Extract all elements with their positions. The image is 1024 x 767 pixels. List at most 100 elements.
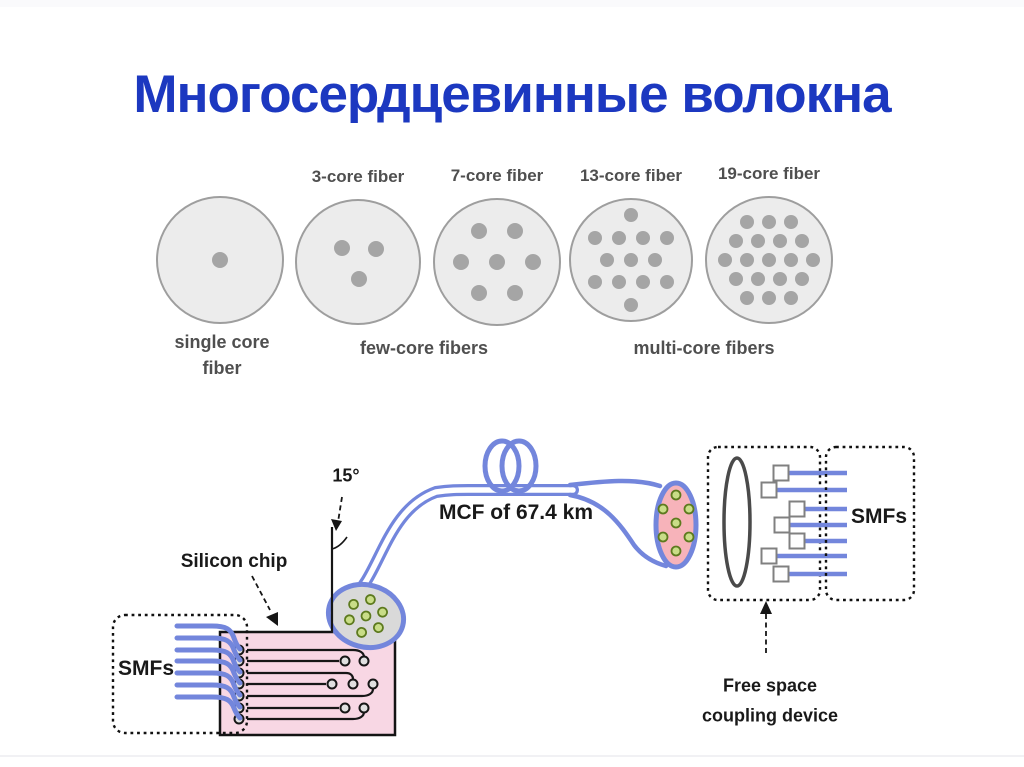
- smf-fiber-strand: [174, 670, 243, 698]
- fiber-cross-section-13-core: [569, 198, 693, 322]
- core-dot: [740, 253, 754, 267]
- core-dot: [334, 240, 350, 256]
- core-dot: [525, 254, 541, 270]
- mcf-endface-left: [325, 581, 407, 651]
- fiber-type-label: 7-core fiber: [450, 166, 544, 185]
- core-dot: [784, 215, 798, 229]
- smf-left-box: [111, 613, 249, 735]
- core-dot: [762, 253, 776, 267]
- slide-bottom-border: [0, 755, 1024, 757]
- angle-arc: [331, 536, 348, 550]
- core-dot: [507, 223, 523, 239]
- collimator-square: [773, 516, 791, 534]
- mcf-loop-coil: [499, 438, 539, 494]
- core-dot-green: [360, 610, 372, 622]
- smf-fiber-strand: [174, 647, 243, 675]
- trace-end-dot: [367, 678, 379, 690]
- core-dot: [471, 285, 487, 301]
- chip-arrowhead: [266, 612, 278, 626]
- free-space-label-line2: coupling device: [701, 705, 839, 726]
- core-dot: [729, 272, 743, 286]
- core-dot-green: [356, 627, 368, 638]
- core-dot: [212, 252, 228, 268]
- core-dot: [624, 208, 638, 222]
- smf-right-box: [824, 445, 916, 602]
- lens: [722, 456, 752, 588]
- core-dot: [784, 253, 798, 267]
- angle-arrow: [337, 496, 343, 523]
- core-dot: [648, 253, 662, 267]
- collimator-square: [788, 532, 806, 550]
- fiber-cross-section-7-core: [433, 198, 561, 326]
- trace-end-dot: [347, 678, 359, 690]
- trace-end-dot: [339, 655, 351, 667]
- trace-end-dot: [358, 655, 370, 667]
- core-dot: [784, 291, 798, 305]
- core-dot-green: [657, 503, 669, 515]
- core-dot-green: [657, 531, 669, 543]
- device-arrowhead: [760, 601, 772, 614]
- smf-fiber-strands: [174, 623, 243, 721]
- fiber-type-label: 3-core fiber: [311, 167, 405, 186]
- core-dot-green: [670, 545, 682, 557]
- collimator-square: [760, 481, 778, 499]
- core-dot: [471, 223, 487, 239]
- core-dot: [636, 231, 650, 245]
- fiber-type-label: 19-core fiber: [717, 164, 821, 183]
- fiber-cross-section-single-core: [156, 196, 284, 324]
- slide-top-border: [0, 0, 1024, 7]
- smfs-right-label: SMFs: [850, 505, 908, 528]
- core-dot: [368, 241, 384, 257]
- core-dot-green: [364, 594, 376, 605]
- core-dot: [740, 215, 754, 229]
- core-dot: [806, 253, 820, 267]
- core-dot-green: [377, 606, 388, 618]
- core-dot: [489, 254, 505, 270]
- core-dot-green: [683, 503, 695, 515]
- core-dot: [660, 275, 674, 289]
- trace-end-dot: [326, 678, 338, 690]
- core-dot-green: [670, 517, 682, 529]
- core-dot: [795, 234, 809, 248]
- mcf-funnel-bottom: [567, 492, 669, 569]
- core-dot-green: [348, 598, 359, 610]
- core-dot: [507, 285, 523, 301]
- page-title: Многосердцевинные волокна: [133, 65, 891, 124]
- core-dot: [612, 275, 626, 289]
- mcf-tube-core: [349, 487, 576, 601]
- core-dot: [740, 291, 754, 305]
- mcf-length-label: MCF of 67.4 km: [438, 501, 594, 524]
- trace-end-dot: [339, 702, 351, 714]
- core-dot: [773, 234, 787, 248]
- chip-arrow: [251, 575, 271, 611]
- fiber-cross-section-3-core: [295, 199, 421, 325]
- core-dot: [624, 253, 638, 267]
- collimator-square: [760, 547, 778, 565]
- mcf-loop-coil: [482, 438, 522, 494]
- multi-core-fibers-label: multi-core fibers: [633, 338, 775, 359]
- core-dot-green: [373, 622, 384, 634]
- core-dot: [624, 298, 638, 312]
- collimator-array: [760, 464, 847, 583]
- core-dot-green: [344, 614, 355, 626]
- angle-label: 15°: [332, 465, 360, 486]
- collimator-square: [772, 565, 790, 583]
- core-dot: [660, 231, 674, 245]
- single-core-fiber-line2-label: fiber: [202, 358, 242, 379]
- core-dot: [751, 234, 765, 248]
- core-dot: [762, 215, 776, 229]
- fiber-type-label: 13-core fiber: [579, 166, 683, 185]
- core-dot-green: [683, 531, 695, 543]
- core-dot: [588, 231, 602, 245]
- core-dot: [600, 253, 614, 267]
- trace-end-dot: [358, 702, 370, 714]
- core-dot: [588, 275, 602, 289]
- core-dot: [351, 271, 367, 287]
- collimator-square: [772, 464, 790, 482]
- smf-fiber-strand: [174, 635, 243, 663]
- single-core-fiber-line1-label: single core: [174, 332, 270, 353]
- core-dot: [453, 254, 469, 270]
- few-core-fibers-label: few-core fibers: [359, 338, 489, 359]
